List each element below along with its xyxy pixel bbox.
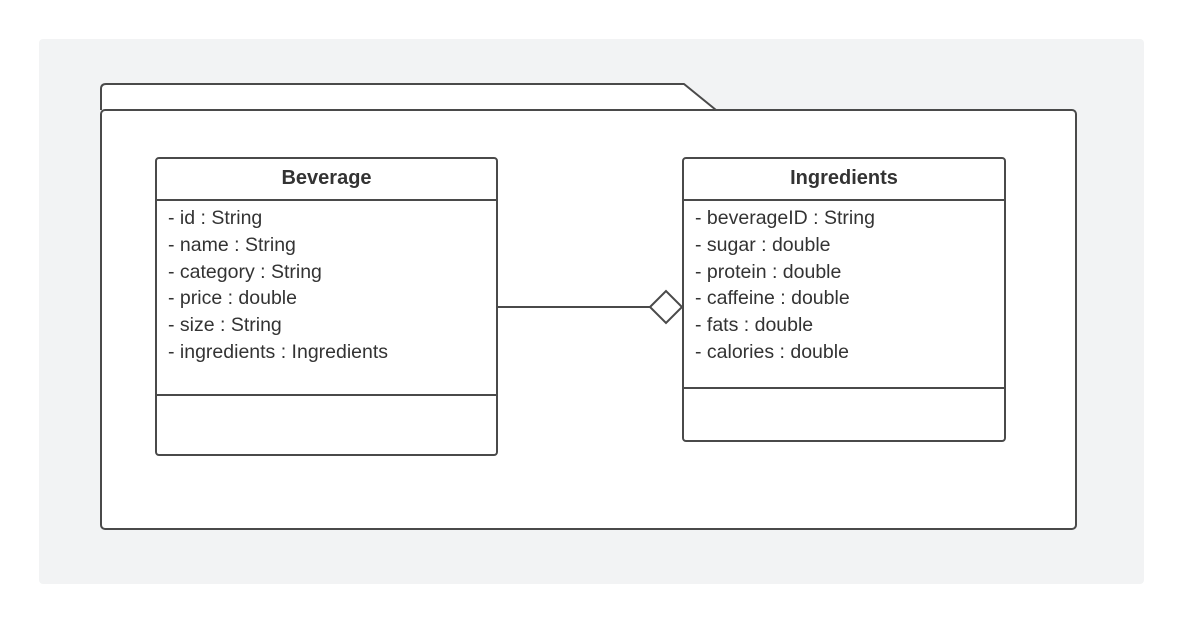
attribute: - size : String (168, 314, 282, 337)
class-attributes: - beverageID : String - sugar : double -… (684, 201, 1004, 389)
attribute: - sugar : double (695, 233, 831, 256)
attribute: - caffeine : double (695, 287, 850, 310)
attribute: - calories : double (695, 340, 849, 363)
attribute: - name : String (168, 233, 296, 256)
attribute: - category : String (168, 260, 322, 283)
package-tab (100, 83, 717, 111)
attribute: - protein : double (695, 260, 842, 283)
class-name: Beverage (157, 159, 496, 201)
attribute: - beverageID : String (695, 207, 875, 229)
attribute: - ingredients : Ingredients (168, 340, 389, 363)
attribute: - id : String (168, 207, 263, 229)
class-beverage[interactable]: Beverage - id : String - name : String -… (155, 157, 498, 456)
class-ingredients[interactable]: Ingredients - beverageID : String - suga… (682, 157, 1006, 442)
class-name: Ingredients (684, 159, 1004, 201)
attribute: - fats : double (695, 314, 814, 337)
attribute: - price : double (168, 287, 297, 310)
class-attributes: - id : String - name : String - category… (157, 201, 496, 396)
